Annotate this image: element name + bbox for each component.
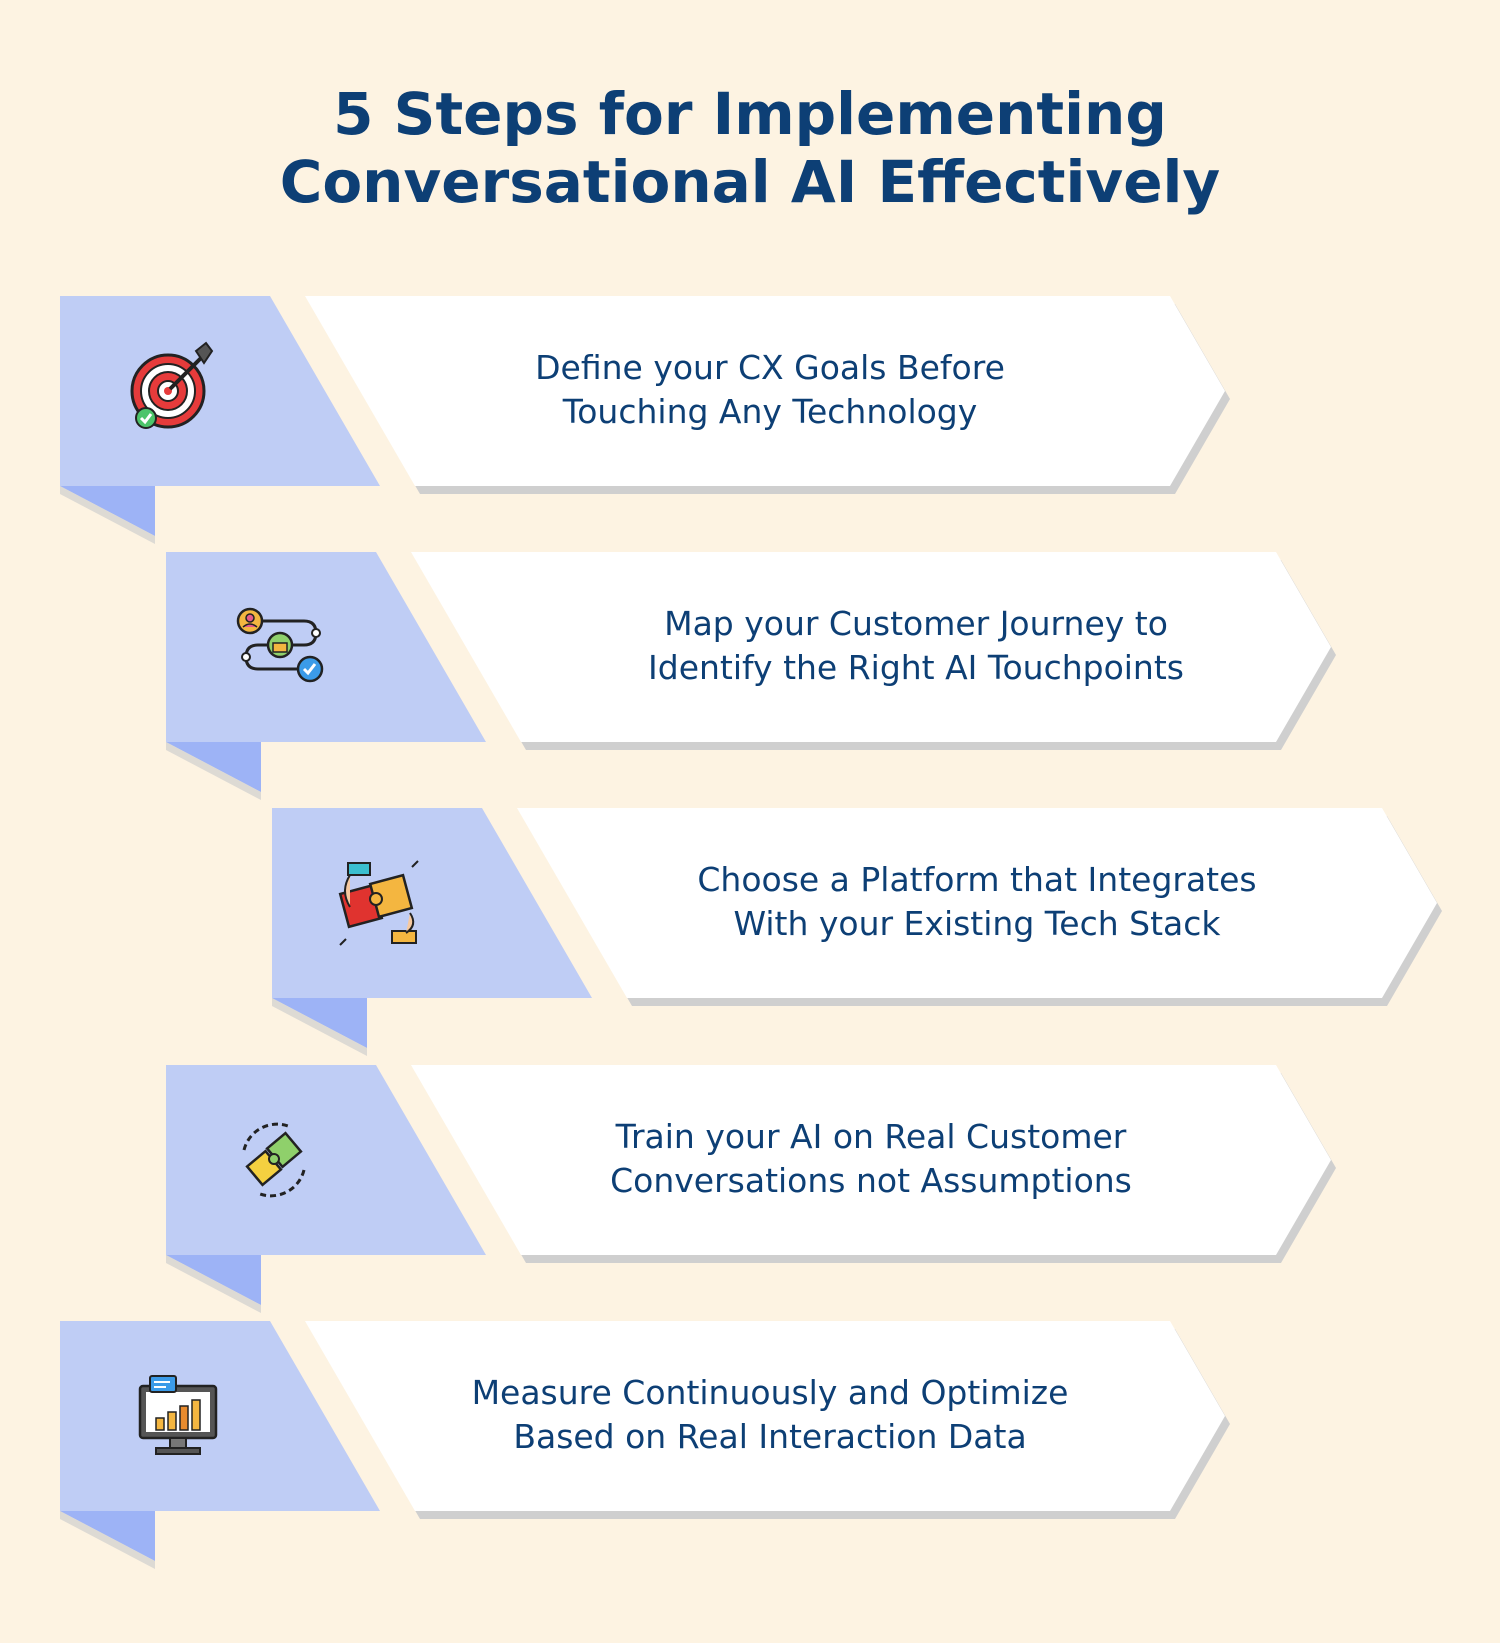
title-line-2: Conversational AI Effectively: [279, 148, 1221, 216]
step-5-arrow: [305, 1321, 1225, 1511]
step-2-line-1: Map your Customer Journey to: [664, 604, 1168, 643]
step-3-text: Choose a Platform that Integrates With y…: [612, 858, 1342, 946]
step-5-tab-fold-shadow: [60, 1511, 155, 1569]
step-5-line-1: Measure Continuously and Optimize: [471, 1373, 1069, 1412]
page-title: 5 Steps for Implementing Conversational …: [0, 80, 1500, 216]
step-1-text: Define your CX Goals Before Touching Any…: [400, 346, 1140, 434]
step-2: [166, 552, 1336, 800]
step-4-tab: [166, 1065, 486, 1255]
step-5-text: Measure Continuously and Optimize Based …: [400, 1371, 1140, 1459]
journey-map-icon: [236, 607, 324, 683]
step-3-tab: [272, 808, 592, 998]
step-1-tab-fold-shadow: [60, 486, 155, 544]
puzzle-sync-icon: [242, 1122, 306, 1198]
analytics-monitor-icon: [138, 1375, 218, 1455]
step-5-tab: [60, 1321, 380, 1511]
step-2-arrow: [411, 552, 1331, 742]
step-5-line-2: Based on Real Interaction Data: [513, 1417, 1027, 1456]
step-1-tab: [60, 296, 380, 486]
step-4-line-1: Train your AI on Real Customer: [615, 1117, 1127, 1156]
step-3-tab-fold-shadow: [272, 998, 367, 1056]
target-icon: [130, 341, 214, 429]
puzzle-hands-icon: [338, 860, 419, 946]
step-1-line-1: Define your CX Goals Before: [535, 348, 1005, 387]
step-4-tab-fold-shadow: [166, 1255, 261, 1313]
step-2-tab: [166, 552, 486, 742]
step-2-tab-fold-shadow: [166, 742, 261, 800]
step-2-text: Map your Customer Journey to Identify th…: [506, 602, 1326, 690]
step-2-line-2: Identify the Right AI Touchpoints: [648, 648, 1184, 687]
step-3-line-1: Choose a Platform that Integrates: [697, 860, 1257, 899]
step-4-arrow: [411, 1065, 1331, 1255]
step-1-arrow: [305, 296, 1225, 486]
step-3-line-2: With your Existing Tech Stack: [733, 904, 1221, 943]
step-1-line-2: Touching Any Technology: [562, 392, 978, 431]
step-5: [60, 1321, 1230, 1569]
step-1: [60, 296, 1230, 544]
step-4-text: Train your AI on Real Customer Conversat…: [506, 1115, 1236, 1203]
step-3-arrow: [517, 808, 1437, 998]
step-4: [166, 1065, 1336, 1313]
step-3: [272, 808, 1442, 1056]
title-line-1: 5 Steps for Implementing: [333, 80, 1167, 148]
step-4-line-2: Conversations not Assumptions: [610, 1161, 1132, 1200]
